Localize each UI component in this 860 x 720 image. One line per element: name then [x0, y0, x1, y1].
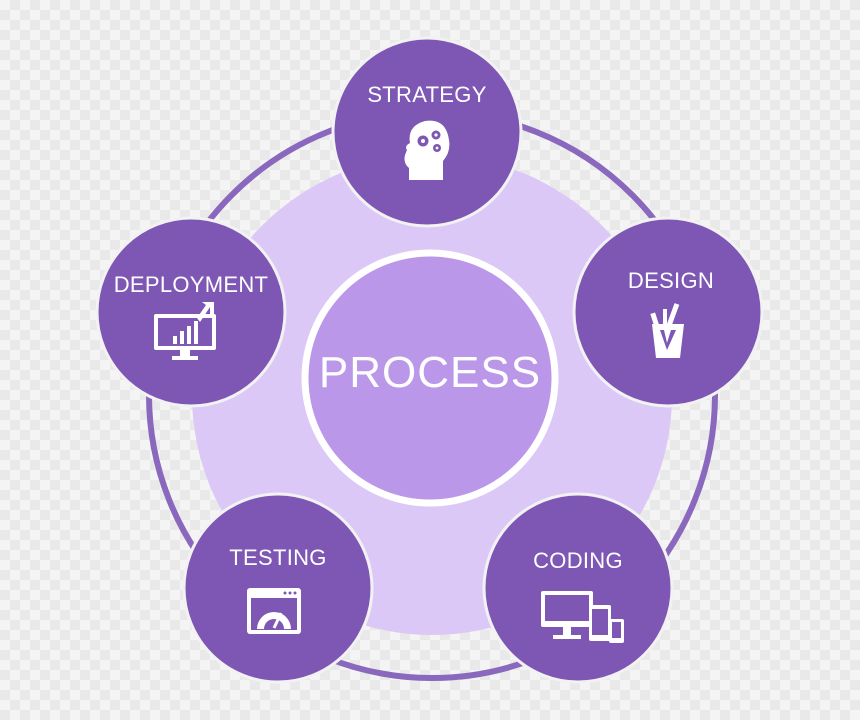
node-coding [482, 492, 674, 684]
node-design [572, 216, 764, 408]
stage-label-testing: TESTING [229, 545, 327, 570]
stage-label-design: DESIGN [627, 268, 715, 293]
monitor-chart-icon [154, 302, 216, 360]
stage-label-deployment: DEPLOYMENT [113, 272, 269, 297]
devices-icon [541, 591, 624, 643]
stage-label-coding: CODING [533, 548, 623, 573]
node-deployment [95, 216, 287, 408]
pencil-cup-icon [650, 303, 684, 358]
stage-label-strategy: STRATEGY [367, 82, 487, 107]
center-process-label: PROCESS [318, 348, 542, 397]
inner-circle [301, 249, 559, 507]
speedometer-window-icon [247, 588, 301, 634]
head-gears-icon [404, 120, 450, 180]
